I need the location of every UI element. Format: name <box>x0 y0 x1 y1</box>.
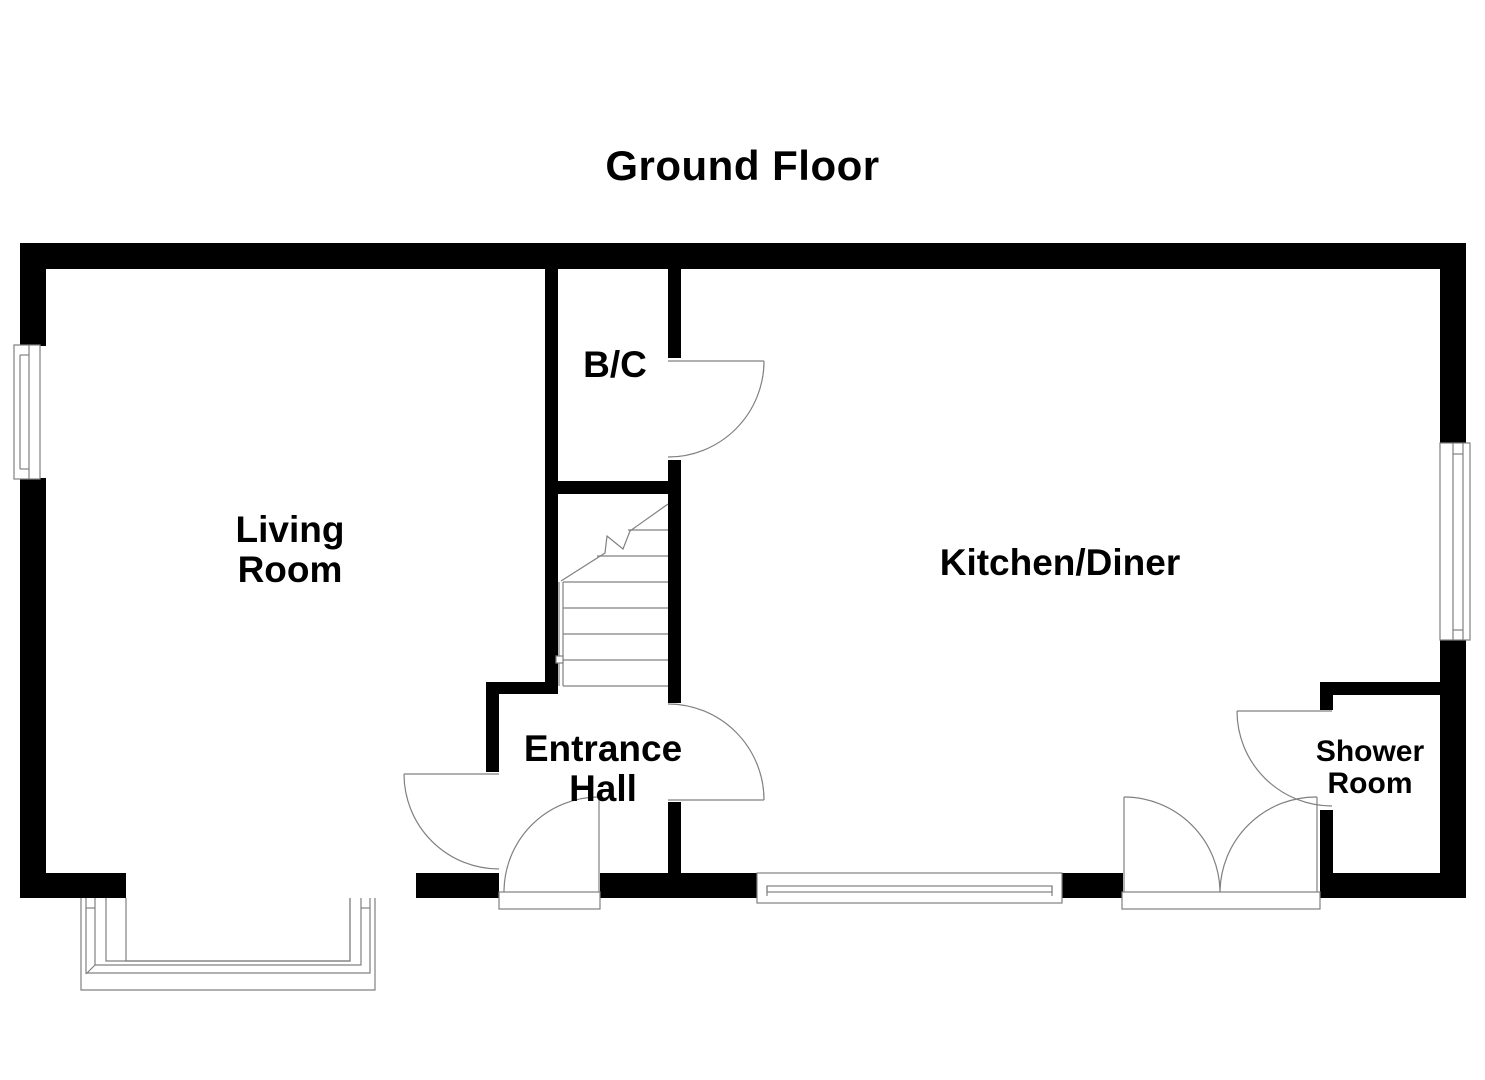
french-doors <box>1121 796 1321 910</box>
bay-window-living <box>80 898 376 991</box>
door-bc <box>667 360 765 458</box>
entrance-hall-line1: Entrance <box>523 728 683 769</box>
floor-title: Ground Floor <box>605 142 880 189</box>
window-living-left <box>13 344 41 480</box>
room-label-entrance-hall: Entrance Hall <box>500 729 706 809</box>
staircase <box>555 503 669 687</box>
shower-room-line1: Shower <box>1315 735 1425 768</box>
living-room-line2: Room <box>237 548 343 590</box>
room-label-bc: B/C <box>583 344 647 385</box>
room-label-kitchen-diner: Kitchen/Diner <box>939 542 1181 583</box>
room-label-living-room: Living Room <box>190 510 390 590</box>
door-shower <box>1236 710 1333 807</box>
door-living <box>403 773 500 870</box>
door-kitchen <box>667 703 765 801</box>
room-label-shower-room: Shower Room <box>1300 735 1440 801</box>
living-room-line1: Living <box>235 509 345 550</box>
entrance-hall-line2: Hall <box>569 767 637 809</box>
internal-walls <box>486 243 1466 898</box>
shower-room-line2: Room <box>1327 767 1413 801</box>
front-door <box>498 796 601 910</box>
window-kitchen-front <box>756 872 1063 904</box>
outer-walls <box>20 243 1466 898</box>
window-kitchen-right <box>1439 442 1471 641</box>
